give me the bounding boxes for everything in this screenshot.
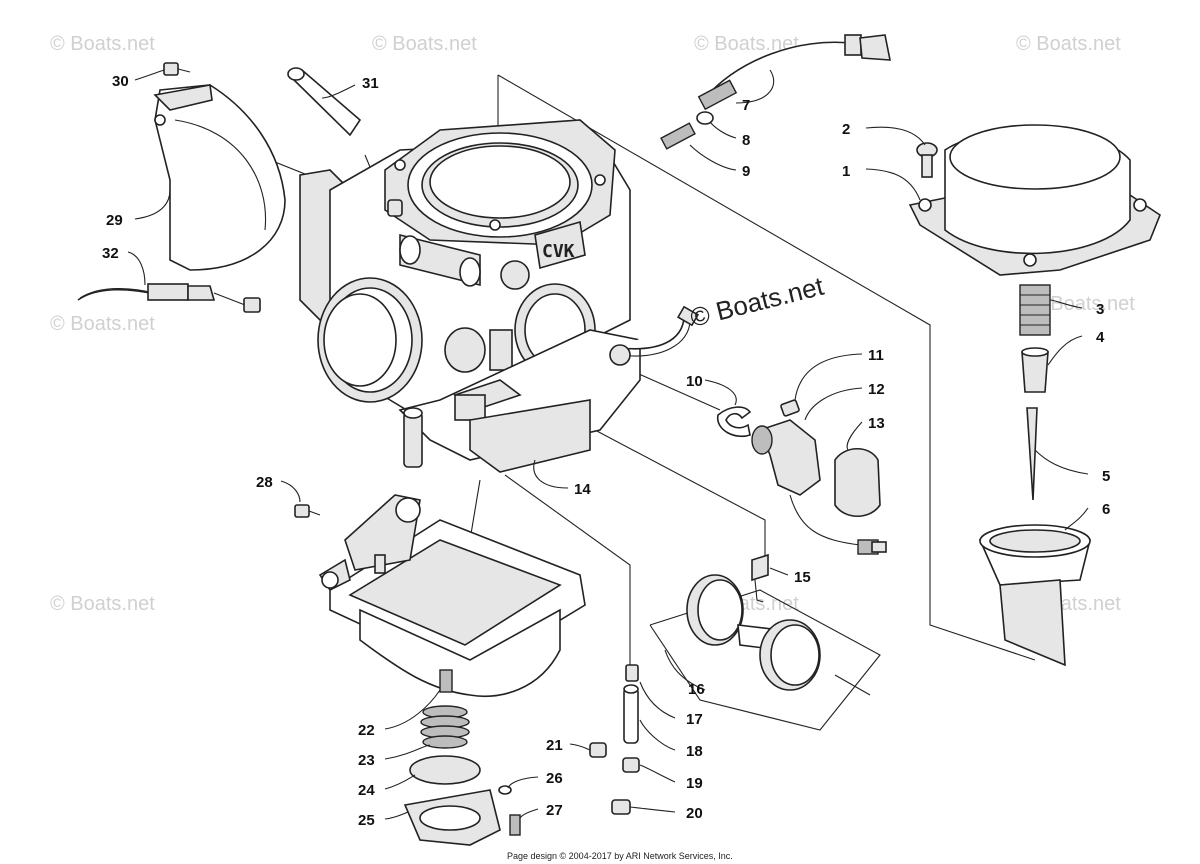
needle-holder-4 bbox=[1021, 347, 1049, 393]
cover-25 bbox=[403, 789, 501, 846]
callout-2: 2 bbox=[842, 121, 850, 138]
callout-labels: 1 2 3 4 5 6 7 8 9 10 11 12 13 14 15 16 1… bbox=[102, 73, 1110, 829]
callout-19: 19 bbox=[686, 775, 703, 792]
callout-12: 12 bbox=[868, 381, 885, 398]
jet-20 bbox=[611, 799, 631, 815]
callout-14: 14 bbox=[574, 481, 591, 498]
callout-10: 10 bbox=[686, 373, 703, 390]
callout-4: 4 bbox=[1096, 329, 1105, 346]
callout-5: 5 bbox=[1102, 468, 1110, 485]
callout-20: 20 bbox=[686, 805, 703, 822]
callout-18: 18 bbox=[686, 743, 703, 760]
clip-10 bbox=[717, 406, 752, 437]
callout-7: 7 bbox=[742, 97, 750, 114]
watermark: © Boats.net bbox=[50, 33, 155, 55]
watermark: © Boats.net bbox=[50, 313, 155, 335]
watermark-main: © Boats.net bbox=[687, 271, 827, 333]
callout-13: 13 bbox=[868, 415, 885, 432]
throttle-cable-7 bbox=[697, 34, 891, 111]
screw-22 bbox=[439, 669, 453, 693]
washer-8 bbox=[696, 111, 714, 125]
jet-17 bbox=[625, 664, 639, 682]
float-16 bbox=[686, 574, 871, 696]
callout-15: 15 bbox=[794, 569, 811, 586]
watermark: © Boats.net bbox=[1030, 293, 1135, 315]
screw-30 bbox=[163, 62, 191, 76]
callout-32: 32 bbox=[102, 245, 119, 262]
callout-30: 30 bbox=[112, 73, 129, 90]
callout-23: 23 bbox=[358, 752, 375, 769]
callout-29: 29 bbox=[106, 212, 123, 229]
cap-13 bbox=[834, 447, 881, 518]
screw-2 bbox=[916, 142, 938, 178]
callout-26: 26 bbox=[546, 770, 563, 787]
watermark: © Boats.net bbox=[50, 593, 155, 615]
callout-31: 31 bbox=[362, 75, 379, 92]
float-bowl bbox=[318, 494, 586, 697]
callout-27: 27 bbox=[546, 802, 563, 819]
callout-8: 8 bbox=[742, 132, 750, 149]
float-valve-15 bbox=[751, 553, 769, 603]
watermark: © Boats.net bbox=[694, 33, 799, 55]
screw-28 bbox=[294, 504, 321, 518]
carburetor-body: CVK bbox=[299, 119, 700, 473]
spring-23 bbox=[420, 705, 470, 749]
diaphragm-cover-1 bbox=[908, 124, 1161, 276]
leader-lines bbox=[127, 69, 1089, 820]
cap-21 bbox=[589, 742, 607, 758]
piston-slide-6 bbox=[978, 524, 1092, 667]
tube-31 bbox=[287, 67, 362, 137]
starter-plunger-12 bbox=[751, 419, 887, 555]
callout-6: 6 bbox=[1102, 501, 1110, 518]
jet-needle-5 bbox=[1026, 407, 1038, 501]
emulsion-tube-18 bbox=[623, 684, 639, 744]
jet-19 bbox=[622, 757, 640, 773]
callout-22: 22 bbox=[358, 722, 375, 739]
o-ring-26 bbox=[498, 785, 512, 795]
footer-copyright: Page design © 2004-2017 by ARI Network S… bbox=[507, 851, 733, 861]
callout-17: 17 bbox=[686, 711, 703, 728]
callout-24: 24 bbox=[358, 782, 375, 799]
spring-9 bbox=[660, 122, 696, 150]
spring-3 bbox=[1019, 284, 1051, 336]
cvk-marking: CVK bbox=[542, 241, 575, 262]
callout-9: 9 bbox=[742, 163, 750, 180]
gasket-24 bbox=[409, 755, 481, 785]
callout-11: 11 bbox=[868, 347, 884, 364]
screw-11 bbox=[780, 399, 800, 417]
callout-16: 16 bbox=[688, 681, 705, 698]
watermark: © Boats.net bbox=[372, 33, 477, 55]
screw-27 bbox=[509, 814, 521, 836]
callout-3: 3 bbox=[1096, 301, 1104, 318]
watermark: © Boats.net bbox=[1016, 33, 1121, 55]
choke-cover bbox=[153, 84, 286, 271]
callout-28: 28 bbox=[256, 474, 273, 491]
callout-25: 25 bbox=[358, 812, 375, 829]
callout-1: 1 bbox=[842, 163, 850, 180]
choke-cable-32 bbox=[77, 283, 261, 313]
callout-21: 21 bbox=[546, 737, 563, 754]
